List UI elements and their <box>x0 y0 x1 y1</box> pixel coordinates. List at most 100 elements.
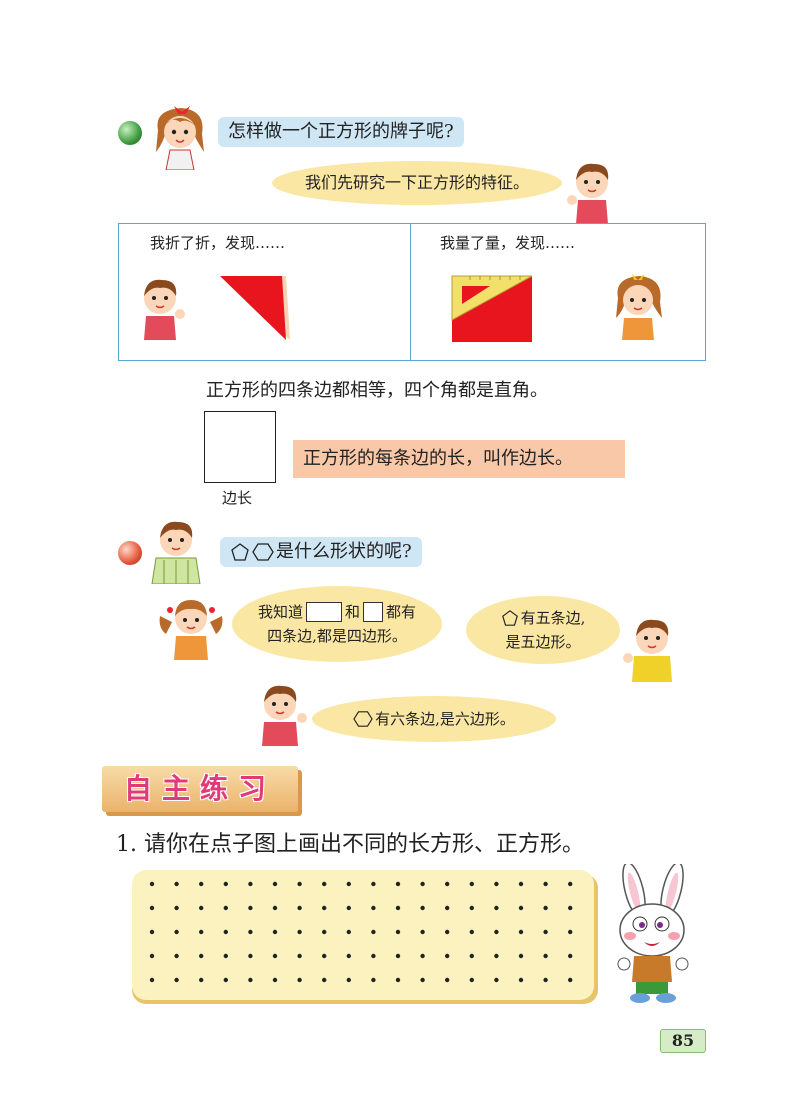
grid-dot <box>518 881 524 887</box>
grid-dot <box>346 905 351 911</box>
grid-dot <box>199 977 204 983</box>
square-figure <box>204 411 276 483</box>
grid-dot <box>543 953 548 959</box>
grid-dot <box>420 953 425 959</box>
green-sphere-icon <box>118 121 142 145</box>
grid-dot <box>371 905 376 911</box>
boy-character-icon <box>623 619 672 682</box>
grid-dot <box>543 881 548 887</box>
reply-bubble-study-square: 我们先研究一下正方形的特征。 <box>272 161 562 205</box>
grid-dot <box>322 977 327 983</box>
girl-character-icon <box>156 106 204 170</box>
grid-dot <box>518 929 524 935</box>
boy-character-icon <box>144 279 185 340</box>
grid-dot <box>543 929 548 935</box>
square-with-set-square-icon <box>451 275 533 342</box>
grid-dot <box>272 905 278 911</box>
grid-dot <box>420 881 425 887</box>
grid-dot <box>469 881 474 887</box>
hexagon-icon <box>252 543 274 561</box>
grid-dot <box>568 977 573 983</box>
grid-dot <box>199 881 204 887</box>
grid-dot <box>346 881 351 887</box>
grid-dot <box>149 881 155 887</box>
grid-dot <box>322 905 327 911</box>
grid-dot <box>494 977 499 983</box>
grid-dot <box>568 929 573 935</box>
grid-dot <box>199 929 204 935</box>
grid-dot <box>543 977 548 983</box>
grid-dot <box>248 977 253 983</box>
measure-caption: 我量了量，发现…… <box>440 234 576 252</box>
grid-dot <box>297 977 302 983</box>
grid-dot <box>469 929 474 935</box>
grid-dot <box>199 953 204 959</box>
section-title: 自主练习 <box>123 772 276 805</box>
grid-dot <box>248 953 253 959</box>
boy-bubble-pentagon: 有五条边, 是五边形。 <box>466 596 620 664</box>
grid-dot <box>543 905 548 911</box>
grid-dot <box>174 953 179 959</box>
grid-dot <box>149 929 155 935</box>
hexagon-icon <box>353 711 373 727</box>
grid-dot <box>395 977 401 983</box>
grid-dot <box>174 977 179 983</box>
boy-bubble-hexagon: 有六条边,是六边形。 <box>312 696 556 742</box>
grid-dot <box>272 977 278 983</box>
grid-dot <box>420 905 425 911</box>
boy-character-icon <box>151 521 201 584</box>
grid-dot <box>149 953 155 959</box>
grid-dot <box>297 881 302 887</box>
rectangle-icon <box>305 602 342 622</box>
grid-dot <box>223 881 228 887</box>
grid-dot <box>568 953 573 959</box>
pentagon-icon <box>231 543 249 561</box>
page-number: 85 <box>660 1029 706 1053</box>
grid-dot <box>174 929 179 935</box>
rabbit-character-icon <box>617 864 689 1003</box>
girl-pigtails-icon <box>159 600 223 660</box>
dot-grid <box>149 881 573 983</box>
red-sphere-icon <box>118 541 142 565</box>
grid-dot <box>297 953 302 959</box>
boy-character-icon <box>567 163 609 224</box>
grid-dot <box>272 881 278 887</box>
square-icon <box>363 602 383 622</box>
grid-dot <box>223 929 228 935</box>
grid-dot <box>469 953 474 959</box>
question-bubble-shapes: 是什么形状的呢? <box>220 537 422 567</box>
grid-dot <box>149 905 155 911</box>
girl-bubble-quadrilateral: 我知道 和 都有 四条边,都是四边形。 <box>232 586 442 662</box>
grid-dot <box>494 953 499 959</box>
grid-dot <box>395 953 401 959</box>
grid-dot <box>223 905 228 911</box>
grid-dot <box>223 953 228 959</box>
grid-dot <box>322 929 327 935</box>
dot-grid-board[interactable] <box>132 870 594 1000</box>
question-bubble-square-sign: 怎样做一个正方形的牌子呢? <box>218 117 464 147</box>
grid-dot <box>445 953 450 959</box>
grid-dot <box>469 977 474 983</box>
grid-dot <box>371 929 376 935</box>
grid-dot <box>518 905 524 911</box>
grid-dot <box>445 929 450 935</box>
grid-dot <box>494 881 499 887</box>
grid-dot <box>395 929 401 935</box>
grid-dot <box>297 905 302 911</box>
grid-dot <box>297 929 302 935</box>
grid-dot <box>174 905 179 911</box>
grid-dot <box>272 953 278 959</box>
grid-dot <box>494 929 499 935</box>
grid-dot <box>223 977 228 983</box>
grid-dot <box>371 953 376 959</box>
grid-dot <box>322 881 327 887</box>
grid-dot <box>371 977 376 983</box>
grid-dot <box>518 977 524 983</box>
grid-dot <box>445 905 450 911</box>
grid-dot <box>248 929 253 935</box>
exercise-1-text: 1. 请你在点子图上画出不同的长方形、正方形。 <box>116 832 584 857</box>
grid-dot <box>568 881 573 887</box>
grid-dot <box>346 953 351 959</box>
pentagon-icon <box>501 610 518 626</box>
boy-character-icon <box>262 685 307 746</box>
